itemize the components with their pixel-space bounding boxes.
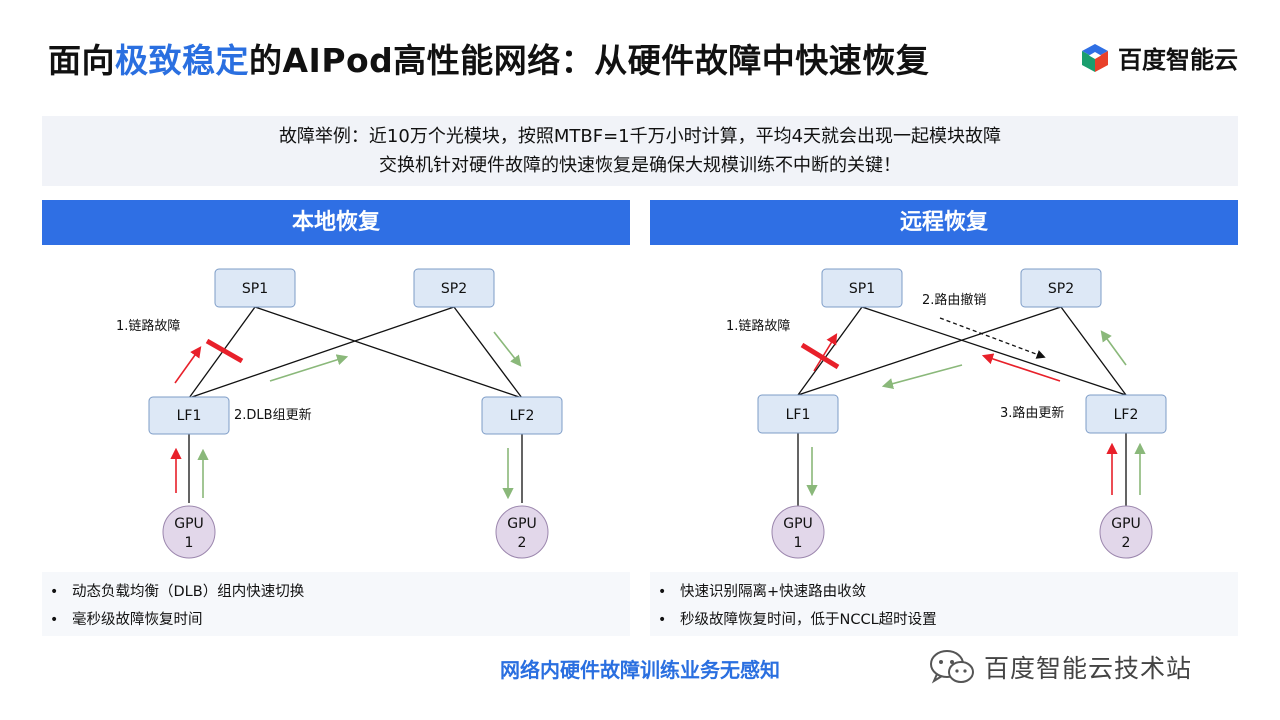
link-sp2-lf1 — [797, 306, 1062, 396]
fault-label: 1.链路故障 — [726, 318, 790, 334]
node-lf1: LF1 — [757, 394, 839, 434]
svg-text:LF1: LF1 — [177, 408, 202, 424]
fault-arrow-up — [813, 333, 838, 372]
node-gpu1: GPU 1 — [771, 505, 825, 559]
node-lf2: LF2 — [1085, 394, 1167, 434]
page-title: 面向极致稳定的AIPod高性能网络：从硬件故障中快速恢复 — [48, 41, 930, 80]
svg-text:1: 1 — [185, 535, 194, 551]
link-sp1-lf2 — [254, 306, 523, 399]
node-sp1: SP1 — [821, 268, 903, 308]
dlb-label: 2.DLB组更新 — [234, 407, 312, 423]
bullet-item: 快速识别隔离+快速路由收敛 — [650, 578, 1238, 606]
watermark-text: 百度智能云技术站 — [984, 654, 1193, 683]
cloud-cube-icon — [1082, 43, 1108, 72]
node-sp2: SP2 — [413, 268, 495, 308]
remote-recovery-header: 远程恢复 — [650, 200, 1238, 245]
svg-text:SP1: SP1 — [242, 281, 268, 297]
svg-text:2: 2 — [1122, 535, 1131, 551]
remote-recovery-bullets: 快速识别隔离+快速路由收敛 秒级故障恢复时间，低于NCCL超时设置 — [650, 572, 1238, 634]
node-lf2: LF2 — [481, 396, 563, 435]
fault-arrow-up — [174, 346, 202, 384]
node-gpu2: GPU 2 — [1099, 505, 1153, 559]
node-gpu1: GPU 1 — [162, 505, 216, 559]
fault-label: 1.链路故障 — [116, 318, 180, 334]
remote-recovery-panel: 远程恢复 — [650, 200, 1238, 636]
rerouted-flow-arrow — [881, 364, 963, 390]
withdraw-label: 2.路由撤销 — [922, 292, 986, 308]
title-highlight: 极致稳定 — [115, 41, 249, 80]
link-sp1-lf2 — [861, 306, 1127, 396]
local-recovery-diagram: SP1 SP2 LF1 LF2 GPU 1 GPU 2 — [42, 245, 630, 572]
bullet-item: 秒级故障恢复时间，低于NCCL超时设置 — [650, 606, 1238, 634]
link-sp2-lf2 — [1060, 306, 1127, 396]
rerouted-flow-arrow — [269, 354, 349, 382]
svg-text:LF2: LF2 — [510, 408, 535, 424]
link-fault-mark — [205, 338, 244, 364]
node-gpu2: GPU 2 — [495, 505, 549, 559]
svg-text:SP2: SP2 — [1048, 281, 1074, 297]
fault-notice: 故障举例：近10万个光模块，按照MTBF=1千万小时计算，平均4天就会出现一起模… — [42, 116, 1238, 186]
notice-line-1: 故障举例：近10万个光模块，按照MTBF=1千万小时计算，平均4天就会出现一起模… — [278, 126, 1002, 147]
link-sp1-lf1 — [797, 306, 863, 396]
wechat-icon — [930, 650, 974, 684]
bullet-item: 毫秒级故障恢复时间 — [42, 606, 630, 634]
svg-text:SP1: SP1 — [849, 281, 875, 297]
sp2-lf2-arrow — [493, 331, 522, 367]
local-recovery-header: 本地恢复 — [42, 200, 630, 245]
local-recovery-bullets: 动态负载均衡（DLB）组内快速切换 毫秒级故障恢复时间 — [42, 572, 630, 634]
logo-text: 百度智能云 — [1118, 46, 1238, 74]
svg-text:GPU: GPU — [507, 516, 537, 532]
link-sp1-lf1 — [188, 306, 256, 399]
link-sp2-lf2 — [453, 306, 523, 399]
svg-text:LF1: LF1 — [786, 407, 811, 423]
lf2-sp2-arrow — [1100, 330, 1127, 366]
route-update-red-arrow — [981, 353, 1061, 382]
update-label: 3.路由更新 — [1000, 405, 1064, 421]
svg-text:2: 2 — [518, 535, 527, 551]
svg-text:SP2: SP2 — [441, 281, 467, 297]
link-sp2-lf1 — [188, 306, 455, 399]
link-fault-mark — [800, 342, 840, 370]
node-sp2: SP2 — [1020, 268, 1102, 308]
route-withdraw-arrow — [939, 317, 1046, 359]
svg-text:LF2: LF2 — [1114, 407, 1139, 423]
svg-text:GPU: GPU — [174, 516, 204, 532]
svg-text:GPU: GPU — [1111, 516, 1141, 532]
baidu-cloud-logo: 百度智能云 — [1080, 40, 1238, 75]
remote-recovery-diagram: SP1 SP2 LF1 LF2 GPU 1 GPU 2 — [650, 245, 1238, 572]
bullet-item: 动态负载均衡（DLB）组内快速切换 — [42, 578, 630, 606]
svg-text:GPU: GPU — [783, 516, 813, 532]
node-lf1: LF1 — [148, 396, 230, 435]
svg-text:1: 1 — [794, 535, 803, 551]
wechat-watermark: 百度智能云技术站 — [928, 648, 1192, 686]
footer-summary: 网络内硬件故障训练业务无感知 — [500, 658, 780, 682]
node-sp1: SP1 — [214, 268, 296, 308]
local-recovery-panel: 本地恢复 SP1 — [42, 200, 630, 636]
notice-line-2: 交换机针对硬件故障的快速恢复是确保大规模训练不中断的关键！ — [379, 155, 901, 176]
